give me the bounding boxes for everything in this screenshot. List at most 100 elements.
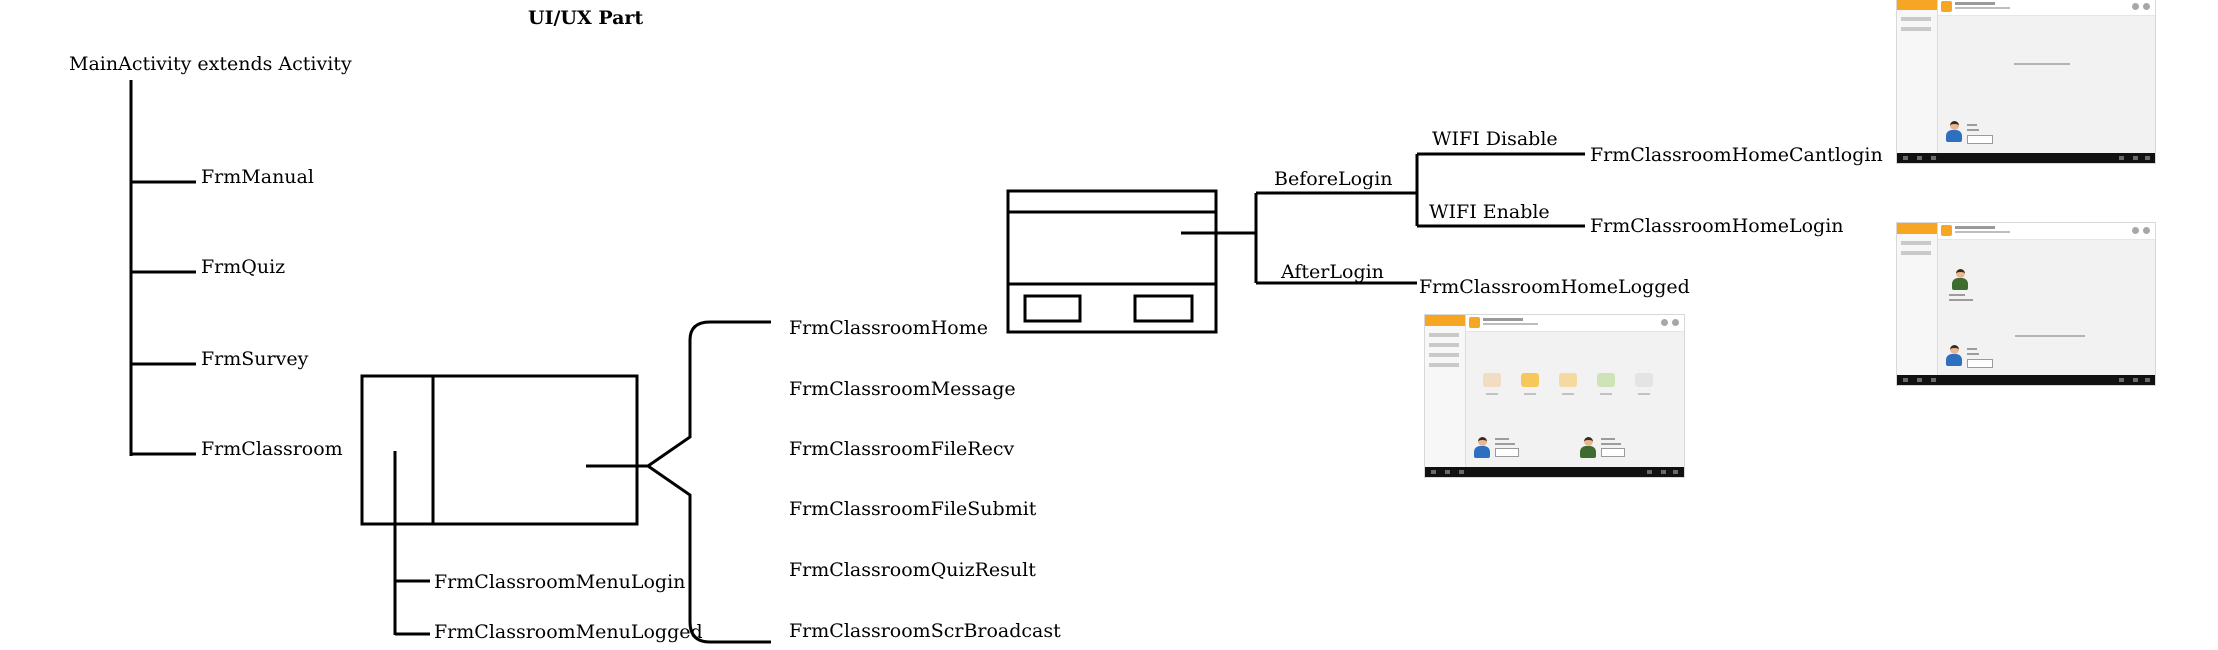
status-icon: [2133, 156, 2138, 160]
recent-apps-icon: [1931, 378, 1936, 382]
thumb-title-line: [1483, 318, 1523, 321]
settings-icon: [2132, 227, 2139, 234]
status-icon: [2133, 378, 2138, 382]
thumb-sidebar-item: [1901, 241, 1931, 245]
teacher-info-line: [1601, 443, 1621, 445]
node-classroom-home: FrmClassroomHome: [789, 317, 988, 339]
node-classroom-quizresult: FrmClassroomQuizResult: [789, 559, 1036, 581]
node-frm-manual: FrmManual: [201, 166, 314, 188]
node-wifi-disable: WIFI Disable: [1432, 128, 1558, 150]
settings-icon: [2132, 3, 2139, 10]
student-info-line: [1967, 353, 1979, 355]
recent-apps-icon: [1931, 156, 1936, 160]
login-state-connectors: [1181, 152, 1585, 285]
tile-caption: [1638, 393, 1650, 395]
app-logo-icon: [1941, 225, 1952, 236]
thumb-sidebar-item: [1429, 333, 1459, 337]
student-info-line: [1967, 348, 1977, 350]
student-info-line: [1967, 124, 1977, 126]
function-tile-icon: [1559, 373, 1577, 387]
home-layout-sketch: [1006, 189, 1218, 334]
thumb-sidebar-item: [1901, 251, 1931, 255]
home-icon: [1917, 378, 1922, 382]
thumb-sidebar-item: [1901, 27, 1931, 31]
student-avatar-icon: [1945, 345, 1963, 367]
thumb-message-line: [2015, 335, 2085, 337]
node-classroom-message: FrmClassroomMessage: [789, 378, 1016, 400]
back-icon: [1903, 378, 1908, 382]
teacher-info-line: [1949, 294, 1965, 296]
node-wifi-enable: WIFI Enable: [1429, 201, 1550, 223]
status-icon: [2119, 156, 2124, 160]
thumb-sidebar-header: [1897, 223, 1937, 234]
function-tile-icon: [1483, 373, 1501, 387]
student-avatar-icon: [1945, 121, 1963, 143]
teacher-avatar-icon: [1579, 437, 1597, 459]
node-classroom-filesubmit: FrmClassroomFileSubmit: [789, 498, 1037, 520]
node-frm-quiz: FrmQuiz: [201, 256, 285, 278]
close-icon: [1672, 319, 1679, 326]
thumb-sidebar: [1897, 0, 1938, 153]
node-classroom-scrbroadcast: FrmClassroomScrBroadcast: [789, 620, 1061, 642]
teacher-avatar-icon: [1951, 269, 1969, 291]
settings-icon: [1661, 319, 1668, 326]
app-logo-icon: [1469, 317, 1480, 328]
diagram-title: UI/UX Part: [528, 7, 643, 29]
thumb-subtitle-line: [1955, 7, 2010, 9]
app-logo-icon: [1941, 1, 1952, 12]
tile-caption: [1486, 393, 1498, 395]
node-classroom-filerecv: FrmClassroomFileRecv: [789, 438, 1014, 460]
screenshot-home-cantlogin: [1896, 0, 2156, 164]
thumb-title-line: [1955, 226, 1995, 229]
student-info-line: [1495, 443, 1515, 445]
home-icon: [1445, 470, 1450, 474]
thumb-sidebar: [1897, 223, 1938, 375]
student-info-line: [1967, 129, 1979, 131]
back-icon: [1903, 156, 1908, 160]
node-home-logged: FrmClassroomHomeLogged: [1419, 276, 1690, 298]
android-nav-bar: [1897, 153, 2155, 163]
status-icon: [1661, 470, 1666, 474]
tile-caption: [1600, 393, 1612, 395]
thumb-sidebar-item: [1429, 363, 1459, 367]
function-tile-icon: [1521, 373, 1539, 387]
android-nav-bar: [1425, 467, 1684, 477]
close-icon: [2143, 3, 2150, 10]
thumb-title-line: [1955, 2, 1995, 5]
close-icon: [2143, 227, 2150, 234]
thumb-message-line: [2014, 63, 2070, 65]
screenshot-home-login: [1896, 222, 2156, 386]
thumb-button: [1495, 448, 1519, 457]
node-home-cantlogin: FrmClassroomHomeCantlogin: [1590, 144, 1883, 166]
node-frm-survey: FrmSurvey: [201, 348, 309, 370]
teacher-info-line: [1601, 438, 1615, 440]
thumb-sidebar-item: [1429, 343, 1459, 347]
status-icon: [2145, 378, 2150, 382]
classroom-layout-sketch: [360, 374, 639, 526]
teacher-info-line: [1949, 299, 1973, 301]
thumb-subtitle-line: [1955, 231, 2010, 233]
node-before-login: BeforeLogin: [1274, 168, 1393, 190]
recent-apps-icon: [1459, 470, 1464, 474]
thumb-button: [1967, 359, 1993, 368]
function-tile-icon: [1597, 373, 1615, 387]
thumb-sidebar-header: [1425, 315, 1465, 326]
status-icon: [1647, 470, 1652, 474]
function-tile-icon: [1635, 373, 1653, 387]
main-tree-connectors: [129, 80, 196, 456]
thumb-sidebar-item: [1429, 353, 1459, 357]
student-avatar-icon: [1473, 437, 1491, 459]
status-icon: [2145, 156, 2150, 160]
tile-caption: [1524, 393, 1536, 395]
android-nav-bar: [1897, 375, 2155, 385]
classroom-menu-connectors: [393, 451, 430, 636]
thumb-sidebar-header: [1897, 0, 1937, 10]
node-home-login: FrmClassroomHomeLogin: [1590, 215, 1844, 237]
student-info-line: [1495, 438, 1509, 440]
back-icon: [1431, 470, 1436, 474]
root-node-label: MainActivity extends Activity: [69, 53, 352, 75]
thumb-button: [1601, 448, 1625, 457]
status-icon: [2119, 378, 2124, 382]
home-icon: [1917, 156, 1922, 160]
tile-caption: [1562, 393, 1574, 395]
